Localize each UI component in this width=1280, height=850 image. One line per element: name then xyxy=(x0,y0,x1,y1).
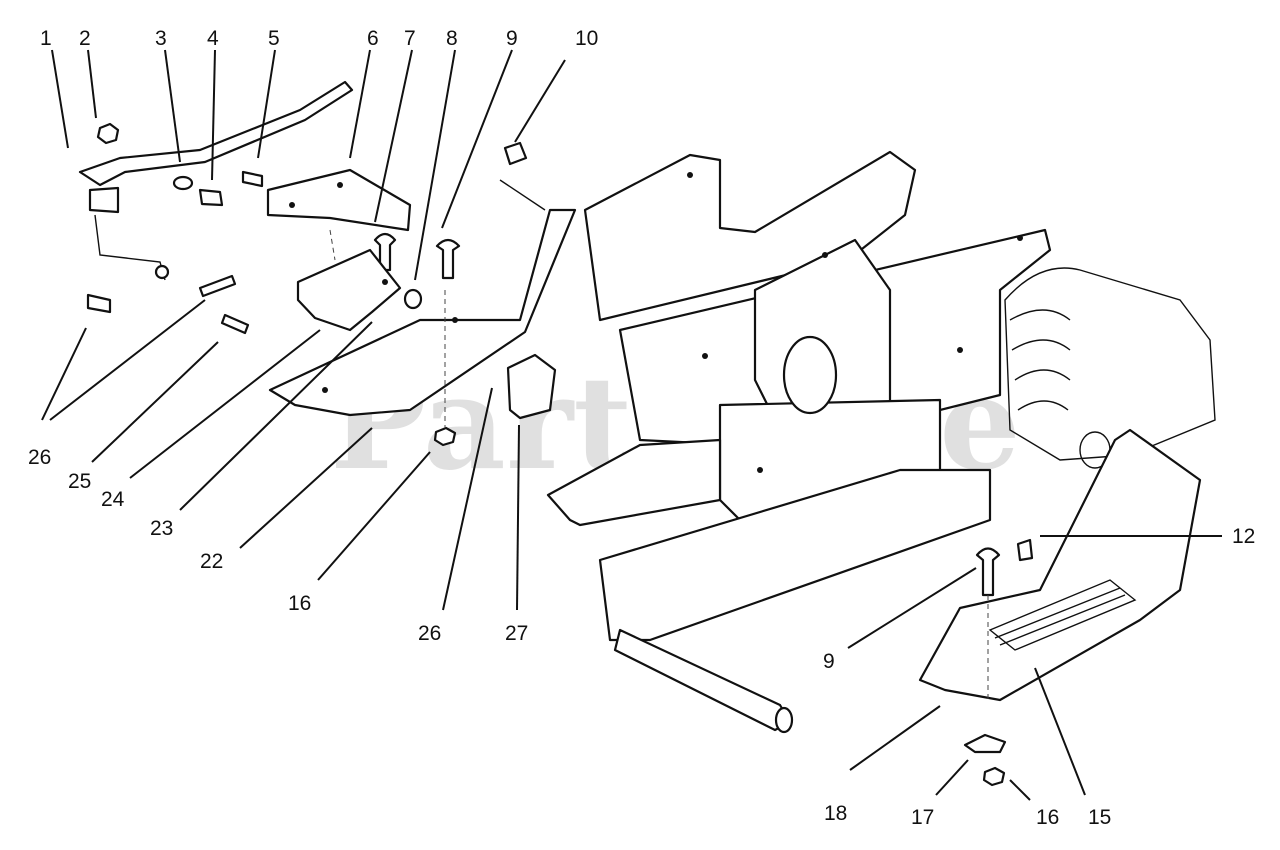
callout-18: 18 xyxy=(824,802,847,825)
callout-1: 1 xyxy=(40,27,52,50)
callout-17: 17 xyxy=(911,806,934,829)
callout-12: 12 xyxy=(1232,525,1255,548)
part-bolt-26b xyxy=(198,274,237,298)
callout-labels: 1 2 3 4 5 6 7 8 9 10 26 25 24 23 22 16 2… xyxy=(28,27,1255,829)
callout-26a: 26 xyxy=(28,446,51,469)
callout-8: 8 xyxy=(446,27,458,50)
callout-24: 24 xyxy=(101,488,125,511)
part-plate-23 xyxy=(296,248,402,332)
callout-6: 6 xyxy=(367,27,379,50)
part-clip-12 xyxy=(1016,538,1034,562)
callout-16b: 16 xyxy=(1036,806,1059,829)
part-bolt-5 xyxy=(241,170,264,188)
callout-22: 22 xyxy=(200,550,223,573)
part-nut-16b xyxy=(982,766,1006,787)
part-bolt-26 xyxy=(86,293,112,314)
callout-16a: 16 xyxy=(288,592,311,615)
part-carriage-bolt-9 xyxy=(435,238,461,280)
part-nut-8 xyxy=(403,288,423,310)
callout-9a: 9 xyxy=(506,27,518,50)
callout-27: 27 xyxy=(505,622,528,645)
callout-2: 2 xyxy=(79,27,91,50)
callout-10: 10 xyxy=(575,27,598,50)
part-nut-16a xyxy=(433,426,457,447)
part-footrest-22 xyxy=(268,179,577,417)
callout-5: 5 xyxy=(268,27,280,50)
callout-3: 3 xyxy=(155,27,167,50)
callout-7: 7 xyxy=(404,27,416,50)
part-bolt-washer xyxy=(172,175,224,207)
callout-4: 4 xyxy=(207,27,219,50)
callout-15: 15 xyxy=(1088,806,1111,829)
part-carriage-bolt-9b xyxy=(975,547,1001,597)
part-spring-10 xyxy=(503,141,528,166)
part-nut-2 xyxy=(96,122,120,145)
part-main-frame xyxy=(546,150,1052,642)
callout-26b: 26 xyxy=(418,622,441,645)
part-block-27 xyxy=(506,353,557,420)
callout-25: 25 xyxy=(68,470,91,493)
part-bracket-6 xyxy=(266,168,412,232)
callout-9b: 9 xyxy=(823,650,835,673)
part-footrest-15 xyxy=(918,428,1202,702)
guide-line-b xyxy=(329,229,336,261)
part-bolt-25 xyxy=(220,313,250,335)
part-rod-bracket xyxy=(78,80,354,281)
part-clamp-17 xyxy=(963,733,1007,754)
leader-lines xyxy=(41,49,1222,801)
part-engine xyxy=(1004,267,1216,469)
part-axle xyxy=(613,628,794,734)
callout-23: 23 xyxy=(150,517,173,540)
